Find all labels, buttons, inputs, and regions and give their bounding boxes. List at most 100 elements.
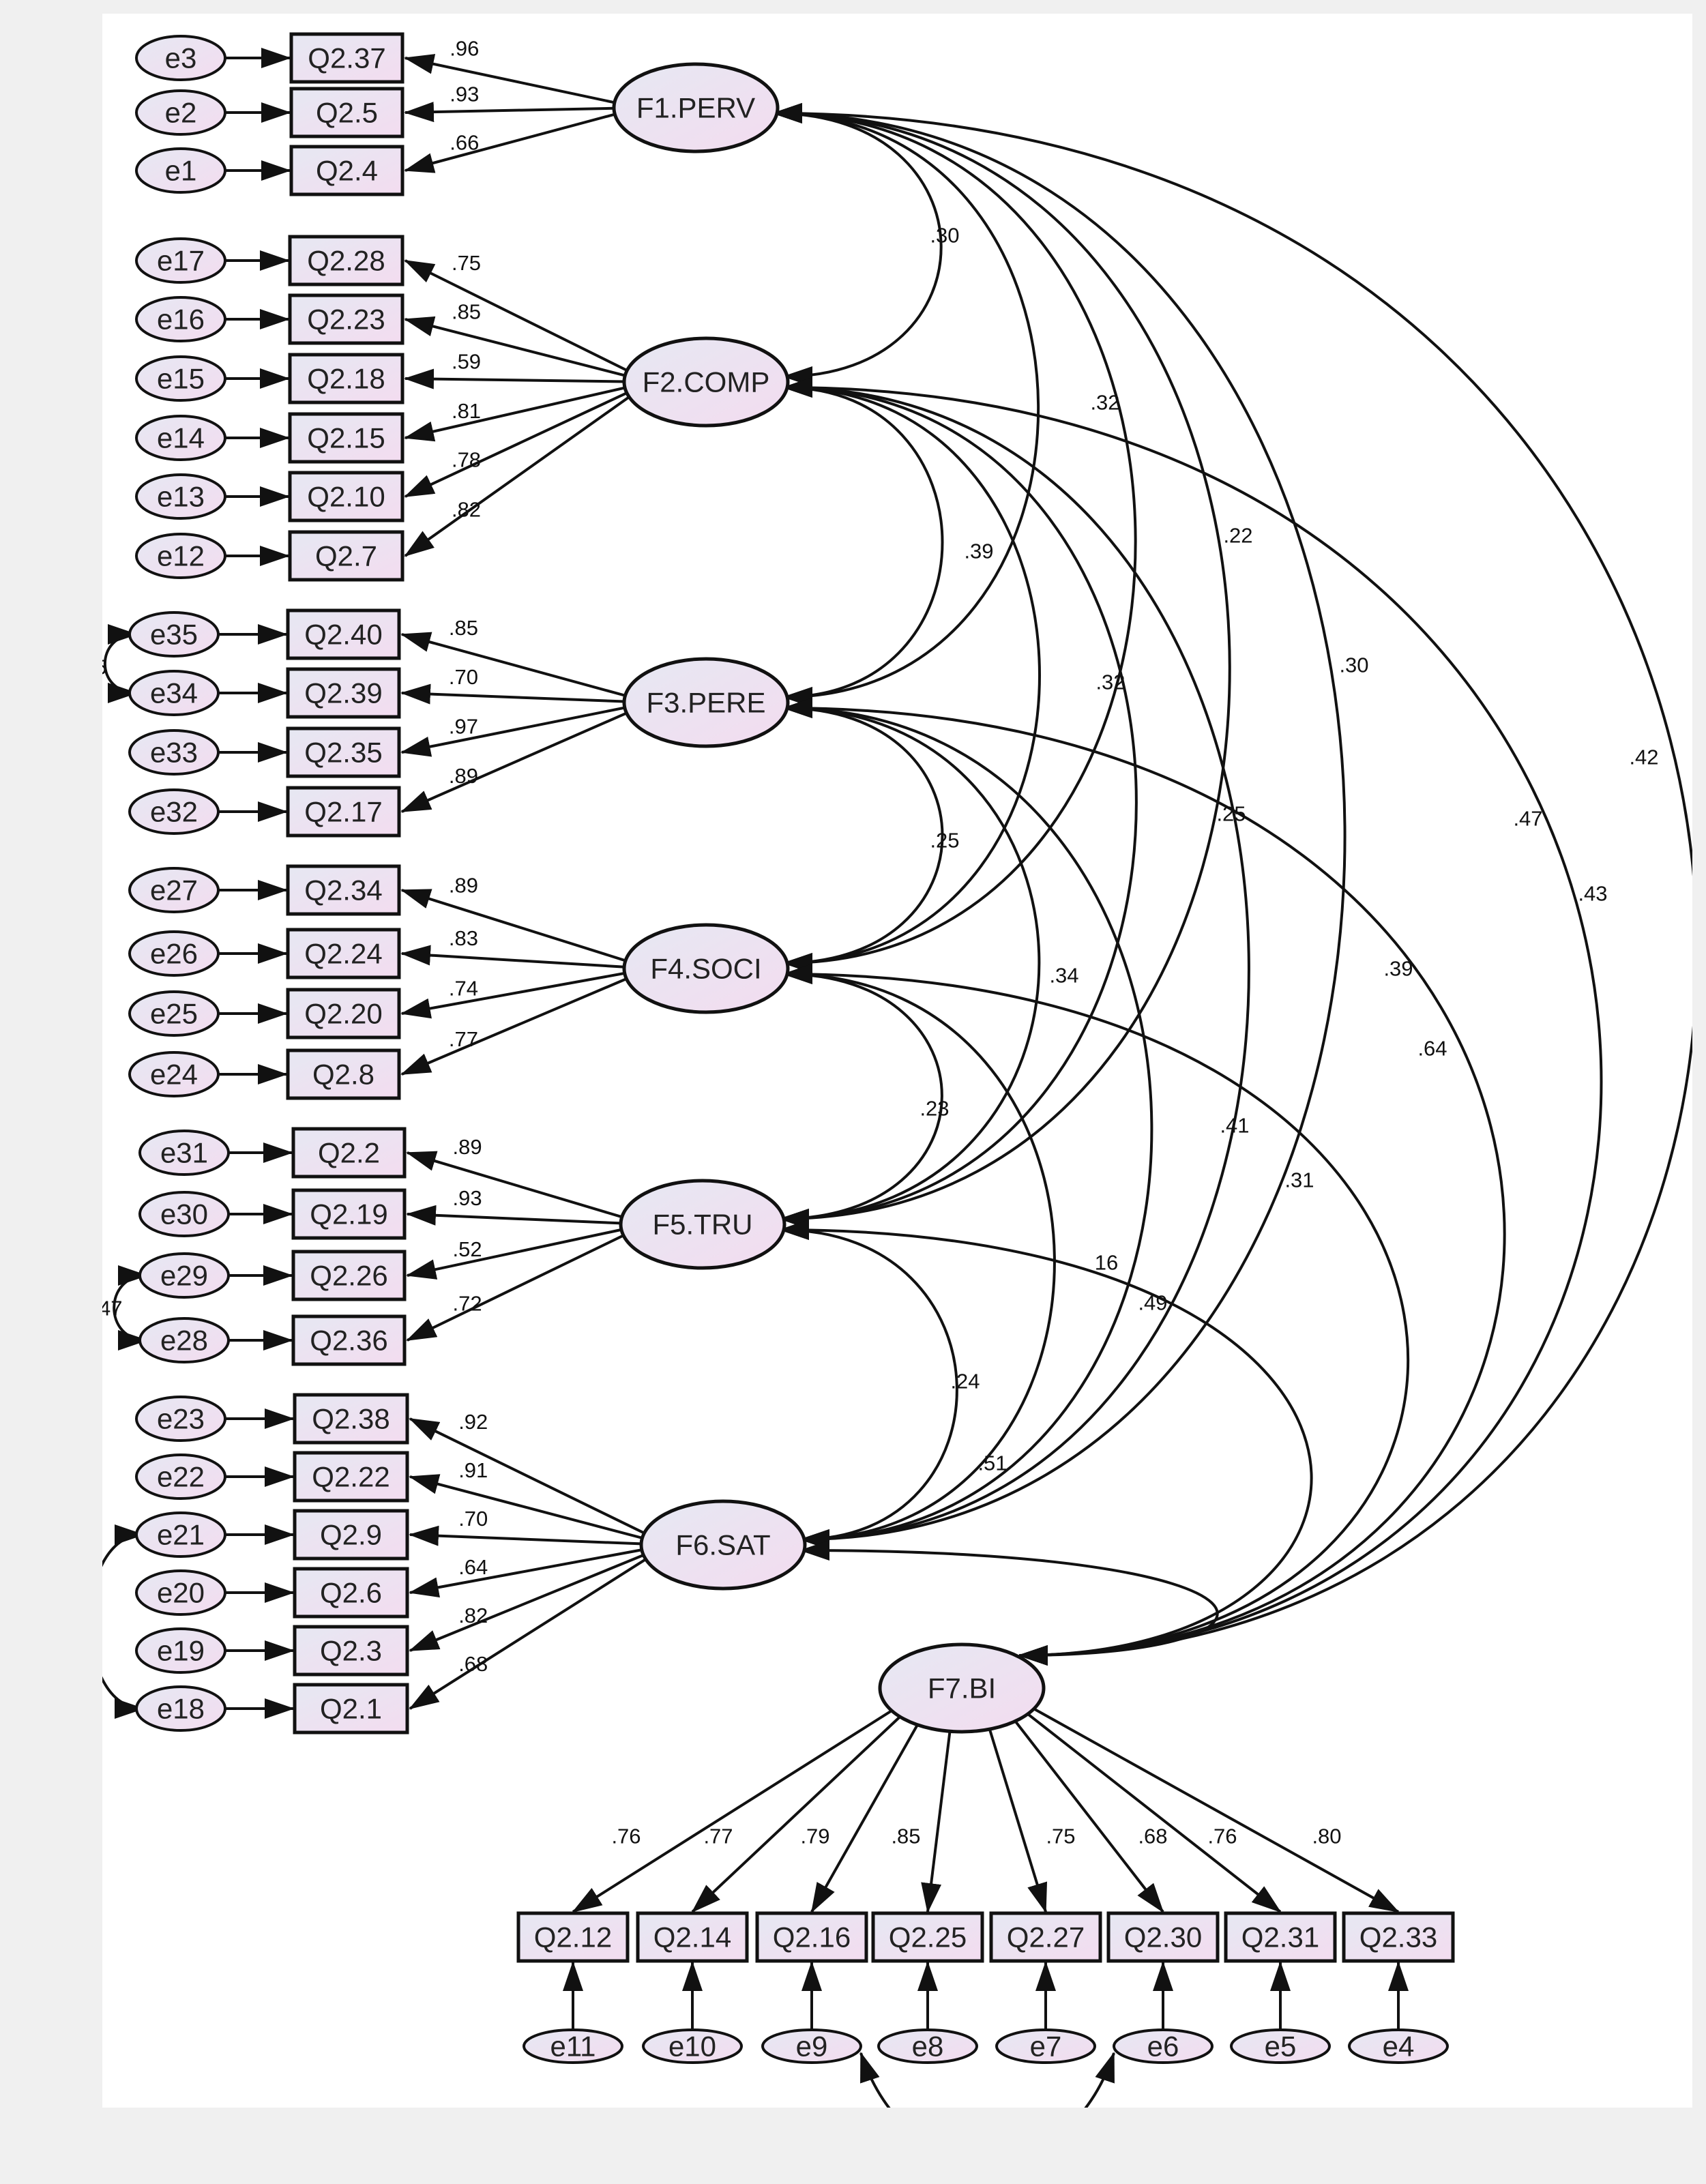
error-term-e17 — [135, 237, 226, 284]
indicator-label: Q2.20 — [304, 998, 382, 1030]
error-term-e8 — [877, 2028, 978, 2064]
indicator-label: Q2.36 — [310, 1325, 387, 1357]
error-term-e14 — [135, 415, 226, 461]
indicator-box-q2-24 — [286, 928, 401, 979]
loading-value: .68 — [1138, 1825, 1167, 1848]
correlation-arc — [782, 377, 944, 707]
factor-label: F1.PERV — [636, 92, 755, 124]
loading-value: .74 — [449, 977, 478, 1001]
error-term-label: e35 — [150, 619, 198, 651]
error-term-label: e15 — [157, 363, 205, 395]
loading-value: .92 — [458, 1410, 488, 1434]
indicator-label: Q2.9 — [320, 1519, 382, 1551]
loading-path — [404, 316, 632, 379]
correlation-value: .47 — [1513, 807, 1542, 831]
factor-f7-bi — [878, 1642, 1046, 1734]
loading-value: .85 — [449, 616, 478, 640]
error-term-label: e33 — [150, 737, 198, 769]
correlation-arc — [782, 698, 1153, 1550]
error-term-label: e8 — [912, 2031, 944, 2063]
loading-path — [409, 1552, 649, 1652]
error-term-e21 — [135, 1511, 226, 1558]
loading-path — [406, 1232, 628, 1342]
indicator-box-q2-33 — [1342, 1911, 1455, 1963]
indicator-box-q2-31 — [1224, 1911, 1337, 1963]
indicator-label: Q2.38 — [312, 1403, 389, 1435]
indicator-label: Q2.33 — [1359, 1921, 1437, 1953]
loading-path — [409, 1525, 648, 1546]
error-term-e27 — [128, 867, 220, 913]
correlation-arc — [799, 1540, 1219, 1666]
error-term-e9 — [761, 2028, 862, 2064]
indicator-box-q2-15 — [288, 412, 405, 464]
correlation-arc — [782, 377, 1250, 1550]
error-term-label: e18 — [157, 1693, 205, 1725]
loading-path — [810, 1722, 920, 1913]
correlation-arc — [782, 964, 1410, 1666]
loading-path — [400, 705, 631, 757]
indicator-box-q2-4 — [289, 145, 405, 196]
loading-value: .75 — [1046, 1825, 1075, 1848]
loading-value: .77 — [703, 1825, 733, 1848]
error-term-label: e30 — [160, 1198, 208, 1230]
factor-f4-soci — [622, 923, 790, 1014]
factor-f6-sat — [639, 1499, 807, 1591]
indicator-box-q2-25 — [871, 1911, 984, 1963]
indicator-label: Q2.15 — [307, 422, 385, 454]
correlation-value: .24 — [950, 1370, 980, 1393]
factor-f3-pere — [622, 657, 790, 748]
correlation-arc — [782, 964, 1056, 1550]
correlation-value: 16 — [1095, 1251, 1118, 1275]
indicator-box-q2-12 — [516, 1911, 630, 1963]
error-term-e29 — [138, 1252, 230, 1299]
loading-value: .91 — [458, 1458, 488, 1482]
indicator-box-q2-7 — [288, 530, 405, 582]
indicator-label: Q2.24 — [304, 938, 382, 970]
loading-path — [404, 54, 621, 106]
error-term-label: e25 — [150, 998, 198, 1030]
loading-path — [404, 389, 632, 498]
error-term-e33 — [128, 729, 220, 776]
indicator-label: Q2.1 — [320, 1693, 382, 1725]
error-term-e31 — [138, 1130, 230, 1176]
loading-value: .79 — [800, 1825, 829, 1848]
loading-path — [404, 259, 632, 374]
loading-path — [406, 1205, 628, 1226]
indicator-label: Q2.25 — [889, 1921, 967, 1953]
indicator-box-q2-28 — [288, 235, 405, 286]
indicator-label: Q2.18 — [307, 363, 385, 395]
loading-value: .89 — [453, 1135, 482, 1159]
indicator-label: Q2.16 — [773, 1921, 851, 1953]
correlation-value: .23 — [920, 1097, 949, 1121]
loading-path — [404, 385, 632, 442]
indicator-label: Q2.3 — [320, 1635, 382, 1667]
loading-path — [400, 889, 632, 964]
loading-path — [409, 1474, 649, 1541]
loading-path — [921, 1728, 952, 1913]
error-term-e16 — [135, 296, 226, 342]
indicator-label: Q2.35 — [304, 737, 382, 769]
covariance-value: .47 — [102, 1297, 123, 1320]
correlation-value: .25 — [1216, 802, 1246, 826]
indicator-label: Q2.39 — [304, 677, 382, 709]
error-term-e26 — [128, 930, 220, 977]
factor-label: F2.COMP — [643, 366, 770, 398]
indicator-label: Q2.6 — [320, 1577, 382, 1609]
error-term-e12 — [135, 533, 226, 579]
loading-value: .89 — [449, 874, 478, 898]
loading-path — [404, 368, 631, 389]
indicator-label: Q2.17 — [304, 796, 382, 828]
indicator-label: Q2.37 — [308, 42, 385, 74]
indicator-box-q2-22 — [293, 1451, 409, 1503]
correlation-arc — [772, 103, 1347, 1550]
indicator-box-q2-5 — [289, 87, 405, 138]
error-term-e32 — [128, 788, 220, 835]
correlation-value: .30 — [930, 224, 959, 248]
indicator-box-q2-6 — [293, 1567, 409, 1619]
error-term-e2 — [135, 89, 226, 136]
error-term-label: e20 — [157, 1577, 205, 1609]
error-term-e28 — [138, 1317, 230, 1363]
error-term-e4 — [1348, 2028, 1449, 2064]
indicator-box-q2-40 — [286, 608, 401, 660]
error-term-label: e13 — [157, 481, 205, 513]
